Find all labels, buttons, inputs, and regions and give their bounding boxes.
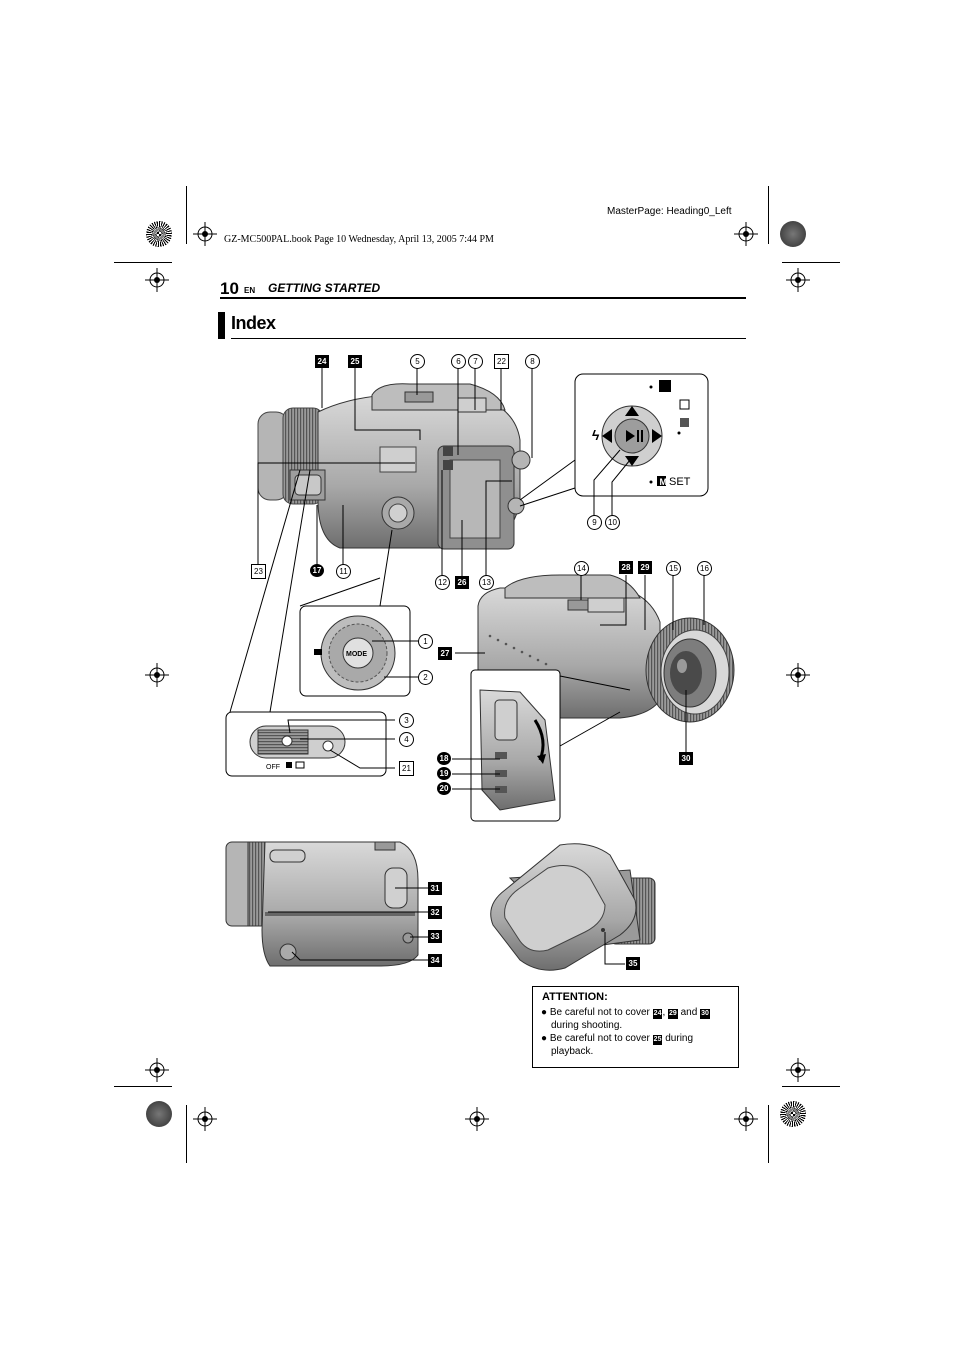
attention-text: and (680, 1007, 698, 1018)
registration-mark (145, 268, 169, 292)
callout-6: 6 (451, 354, 466, 369)
connector-inset (452, 669, 631, 822)
callout-22: 22 (494, 354, 509, 369)
callout-33: 33 (428, 930, 442, 943)
attention-bullet-1-cont: during shooting. (551, 1020, 623, 1031)
callout-15: 15 (666, 561, 681, 576)
callout-12: 12 (435, 575, 450, 590)
callout-14: 14 (574, 561, 589, 576)
callout-23: 23 (251, 564, 266, 579)
registration-disc (146, 1101, 172, 1127)
leader-lines (257, 368, 533, 577)
callout-26: 26 (455, 576, 469, 589)
callout-31: 31 (428, 882, 442, 895)
registration-mark (145, 1058, 169, 1082)
m-key-letter: M (660, 477, 668, 487)
attention-text: Be careful not to cover (549, 1033, 650, 1044)
camera-lcd-view (490, 843, 656, 971)
attention-text: during (665, 1033, 694, 1044)
language-code: EN (244, 286, 256, 295)
ref-29: 29 (668, 1009, 678, 1019)
callout-27: 27 (438, 647, 452, 660)
attention-box (532, 986, 739, 1068)
callout-3: 3 (399, 713, 414, 728)
ref-25: 25 (652, 1035, 663, 1045)
crop-mark (114, 1086, 172, 1087)
callout-28: 28 (619, 561, 633, 574)
camera-top-view (257, 383, 531, 550)
registration-mark (734, 222, 758, 246)
power-off-label: OFF (266, 764, 280, 771)
attention-bullet-2-cont: playback. (551, 1046, 594, 1057)
callout-34: 34 (428, 954, 442, 967)
masterpage-label: MasterPage: Heading0_Left (607, 206, 732, 217)
power-switch-inset: OFF (225, 469, 395, 777)
section-title: GETTING STARTED (268, 281, 381, 295)
crop-mark (114, 262, 172, 263)
attention-text: Be careful not to cover (549, 1007, 650, 1018)
callout-9: 9 (587, 515, 602, 530)
callout-19: 19 (437, 767, 451, 780)
bullet-icon: ● (541, 1007, 548, 1018)
crop-mark (768, 186, 769, 244)
registration-mark (465, 1107, 489, 1131)
ref-24: 24 (652, 1009, 663, 1019)
ref-30: 30 (700, 1009, 710, 1019)
camera-front-view (477, 574, 735, 723)
registration-mark (734, 1107, 758, 1131)
bullet-icon: ● (541, 1033, 548, 1044)
title-bar-marker (218, 312, 225, 339)
camera-side-view (225, 841, 419, 967)
callout-1: 1 (418, 634, 433, 649)
callout-30: 30 (679, 752, 693, 765)
page-title: Index (231, 313, 276, 333)
callout-18: 18 (437, 752, 451, 765)
registration-disc (780, 221, 806, 247)
callout-25: 25 (348, 355, 362, 368)
registration-mark (786, 268, 810, 292)
attention-bullet-2: ● Be careful not to cover 25 during (541, 1032, 733, 1045)
mode-button-label: MODE (346, 651, 367, 658)
callout-7: 7 (468, 354, 483, 369)
header-rule (220, 297, 746, 299)
set-label: SET (669, 476, 691, 488)
crop-mark (768, 1105, 769, 1163)
registration-mark (193, 1107, 217, 1131)
callout-20: 20 (437, 782, 451, 795)
callout-11: 11 (336, 564, 351, 579)
registration-disc (780, 1101, 806, 1127)
callout-24: 24 (315, 355, 329, 368)
callout-13: 13 (479, 575, 494, 590)
attention-heading: ATTENTION: (542, 991, 608, 1003)
book-info-line: GZ-MC500PAL.book Page 10 Wednesday, Apri… (224, 234, 494, 245)
callout-16: 16 (697, 561, 712, 576)
mode-dial-inset: MODE (299, 529, 418, 697)
control-pad-inset: ϟ M SET (519, 373, 709, 520)
callout-8: 8 (525, 354, 540, 369)
crop-mark (186, 186, 187, 244)
registration-mark (145, 663, 169, 687)
crop-mark (782, 1086, 840, 1087)
callout-2: 2 (418, 670, 433, 685)
callout-32: 32 (428, 906, 442, 919)
callout-29: 29 (638, 561, 652, 574)
registration-mark (786, 663, 810, 687)
registration-mark (193, 222, 217, 246)
callout-10: 10 (605, 515, 620, 530)
page-number: 10 (220, 279, 239, 298)
flash-icon: ϟ (592, 427, 600, 443)
callout-35: 35 (626, 957, 640, 970)
callout-4: 4 (399, 732, 414, 747)
registration-disc (146, 221, 172, 247)
crop-mark (782, 262, 840, 263)
callout-17: 17 (310, 564, 324, 577)
callout-21: 21 (399, 761, 414, 776)
attention-bullet-1: ● Be careful not to cover 24, 29 and 30 (541, 1006, 733, 1019)
callout-5: 5 (410, 354, 425, 369)
crop-mark (186, 1105, 187, 1163)
registration-mark (786, 1058, 810, 1082)
attention-text: , (662, 1007, 666, 1018)
title-rule (231, 338, 746, 339)
